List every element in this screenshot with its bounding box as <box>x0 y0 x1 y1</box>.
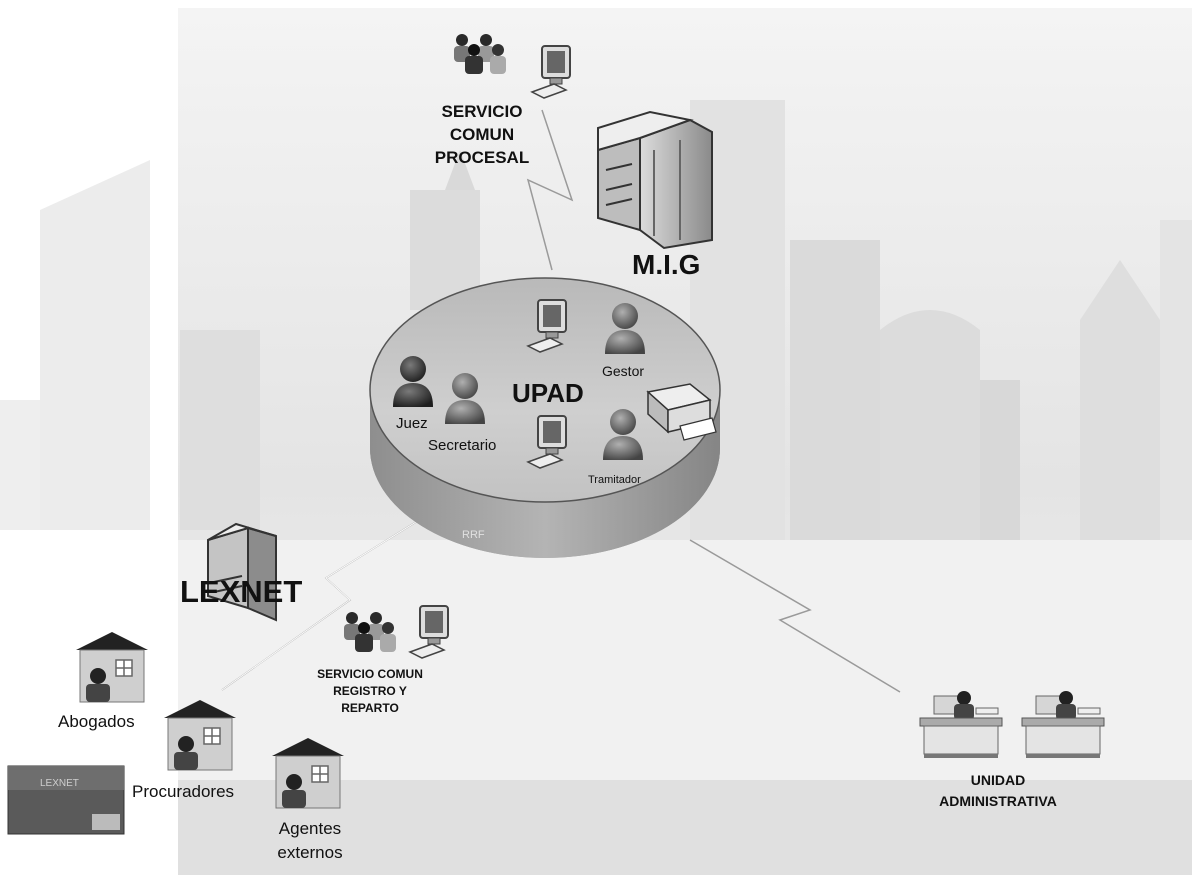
servicio-procesal-line2: COMUN <box>450 125 514 144</box>
unidad-administrativa: UNIDAD ADMINISTRATIVA <box>919 690 1105 809</box>
lexnet-server: LEXNET <box>180 522 302 622</box>
agentes-externos: Agentes externos <box>271 737 345 862</box>
unidad-line2: ADMINISTRATIVA <box>939 793 1057 809</box>
servicio-comun-procesal: SERVICIO COMUN PROCESAL <box>435 34 571 167</box>
servicio-registro-line2: REGISTRO Y <box>333 684 407 698</box>
tramitador-label: Tramitador <box>588 474 641 486</box>
servicio-procesal-line3: PROCESAL <box>435 148 529 167</box>
upad-label: UPAD <box>512 378 584 408</box>
house-icon <box>75 631 149 703</box>
lexnet-label: LEXNET <box>180 574 302 609</box>
server-icon <box>207 522 277 622</box>
servicio-registro-line3: REPARTO <box>341 701 399 715</box>
abogados-label: Abogados <box>58 712 135 731</box>
agentes-label-line1: Agentes <box>279 819 341 838</box>
gestor-label: Gestor <box>602 363 644 379</box>
unidad-line1: UNIDAD <box>971 772 1025 788</box>
secretario-label: Secretario <box>428 437 496 454</box>
upad-disc: UPAD Juez Secretario Gestor Tramitador R… <box>369 277 721 558</box>
abogados: Abogados <box>58 631 149 731</box>
printer-icon <box>646 383 717 441</box>
rrf-label: RRF <box>462 529 485 541</box>
servicio-procesal-line1: SERVICIO <box>442 102 523 121</box>
mig-label: M.I.G <box>632 249 700 280</box>
lightning-link-icon <box>221 109 901 693</box>
lexnet-thumbnail: LEXNET <box>7 765 125 835</box>
mig-server: M.I.G <box>597 110 713 280</box>
servicio-registro-line1: SERVICIO COMUN <box>317 667 423 681</box>
procuradores: Procuradores <box>132 699 237 801</box>
agentes-label-line2: externos <box>277 843 342 862</box>
server-icon <box>597 110 713 250</box>
juez-label: Juez <box>396 415 428 432</box>
servicio-comun-registro: SERVICIO COMUN REGISTRO Y REPARTO <box>317 605 449 715</box>
procuradores-label: Procuradores <box>132 782 234 801</box>
thumbnail-title: LEXNET <box>40 778 79 789</box>
